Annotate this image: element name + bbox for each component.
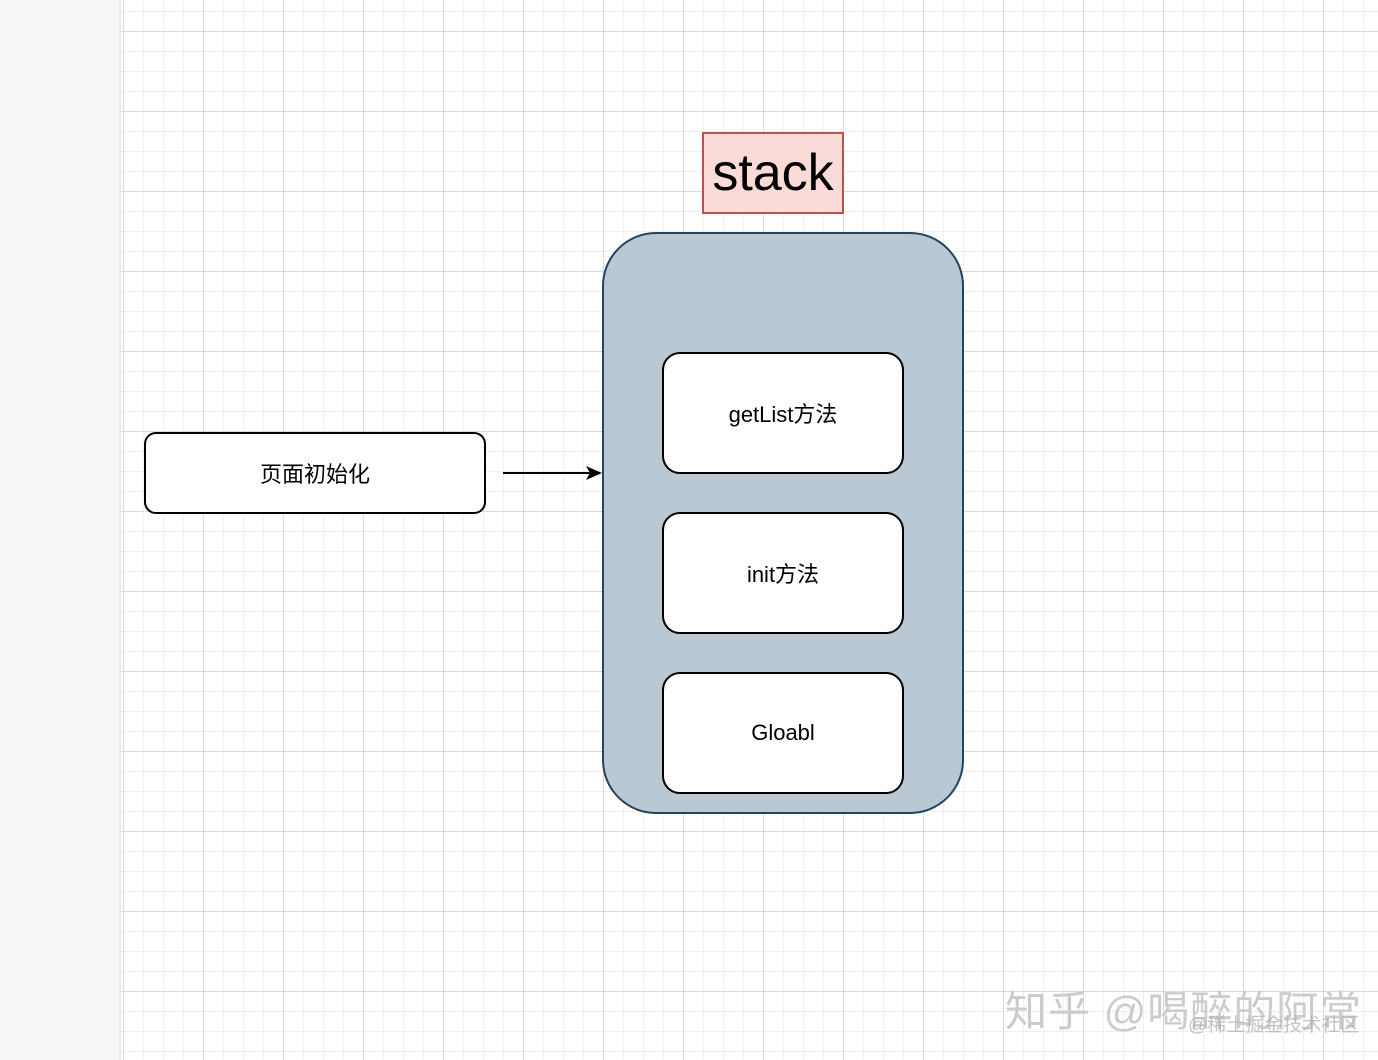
stack-frame-global[interactable]: Gloabl — [662, 672, 904, 794]
arrow-right-icon — [503, 466, 602, 480]
watermark-main: 知乎 @喝醉的阿常 — [1005, 988, 1363, 1035]
stack-frame-getlist[interactable]: getList方法 — [662, 352, 904, 474]
watermark-sub: @稀土掘金技术社区 — [1188, 1015, 1360, 1036]
page-init-box[interactable]: 页面初始化 — [144, 432, 486, 514]
stack-title-box[interactable]: stack — [702, 132, 844, 214]
left-gutter — [0, 0, 121, 1060]
stack-frame-init[interactable]: init方法 — [662, 512, 904, 634]
